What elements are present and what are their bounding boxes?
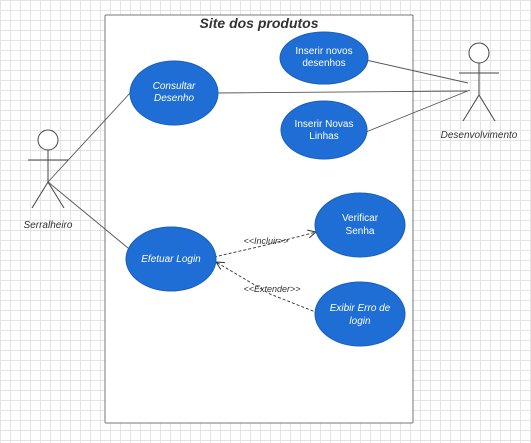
actor-label-serralheiro: Serralheiro <box>24 220 73 231</box>
boundary-title: Site dos produtos <box>200 15 319 31</box>
actor-desenvolvimento[interactable]: Desenvolvimento <box>441 42 518 141</box>
use-case-label-line: Verificar <box>342 213 379 224</box>
actor-left-leg <box>462 94 480 122</box>
actor-left-leg <box>31 181 49 209</box>
use-case-exibir-erro-login[interactable]: Exibir Erro de login <box>314 281 406 347</box>
actor-right-leg <box>47 181 65 209</box>
use-case-label-line: Exibir Erro de <box>330 303 391 314</box>
assoc-consultar-desenvolvimento <box>216 90 469 94</box>
use-case-label-line: Efetuar Login <box>141 254 201 265</box>
actor-head-icon <box>468 42 490 64</box>
actor-serralheiro[interactable]: Serralheiro <box>24 129 73 231</box>
use-case-label-line: Senha <box>346 226 375 237</box>
use-case-label-line: Consultar <box>153 81 196 92</box>
use-case-label-line: Inserir novos <box>295 46 352 57</box>
use-case-label-line: desenhos <box>302 58 345 69</box>
actor-head-icon <box>37 129 59 151</box>
use-case-consultar-desenho[interactable]: Consultar Desenho <box>129 60 219 126</box>
extend-label: <<Extender>> <box>243 284 300 294</box>
actor-label-desenvolvimento: Desenvolvimento <box>441 130 518 141</box>
use-case-inserir-novos-desenhos[interactable]: Inserir novos desenhos <box>279 31 369 85</box>
include-label: <<Incluir>> <box>243 236 288 246</box>
extend-relation-line <box>216 262 319 314</box>
use-case-efetuar-login[interactable]: Efetuar Login <box>125 226 217 292</box>
assoc-serralheiro-login <box>47 181 129 249</box>
actor-right-leg <box>478 94 496 122</box>
assoc-inserir-linhas-desenvolvimento <box>365 89 471 133</box>
use-case-inserir-novas-linhas[interactable]: Inserir Novas Linhas <box>280 100 368 160</box>
use-case-label-line: login <box>349 316 371 327</box>
use-case-verificar-senha[interactable]: Verificar Senha <box>314 192 406 258</box>
assoc-inserir-desenhos-desenvolvimento <box>365 59 469 84</box>
use-case-label-line: Desenho <box>154 93 194 104</box>
use-case-label-line: Inserir Novas <box>295 119 354 130</box>
include-relation-line <box>213 232 316 258</box>
use-case-label-line: Linhas <box>309 131 338 142</box>
assoc-serralheiro-consultar <box>47 91 132 183</box>
